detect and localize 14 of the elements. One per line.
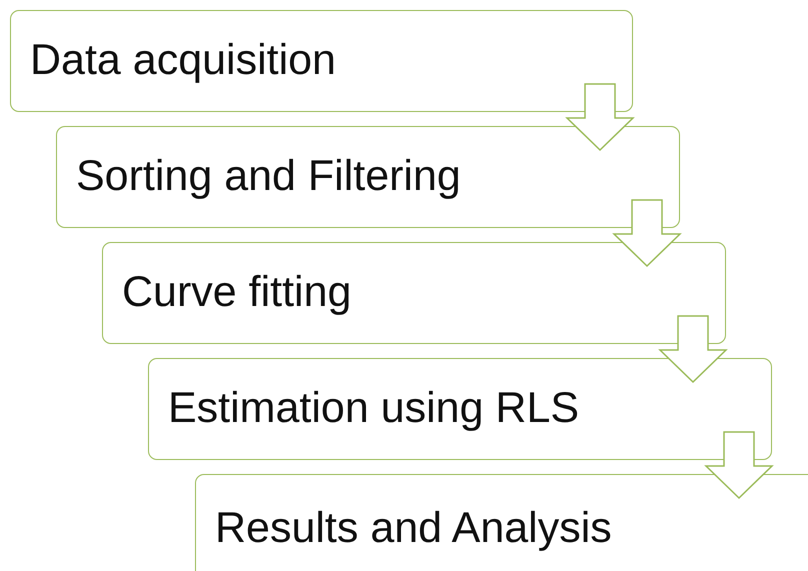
block-arrow xyxy=(704,431,774,500)
process-box xyxy=(148,358,772,460)
block-arrow xyxy=(565,83,635,152)
step-label: Curve fitting xyxy=(122,268,352,318)
step-label: Sorting and Filtering xyxy=(76,152,461,202)
process-box xyxy=(56,126,680,228)
process-box xyxy=(10,10,633,112)
step-label: Results and Analysis xyxy=(215,504,612,554)
step-label: Data acquisition xyxy=(30,36,336,86)
process-box xyxy=(195,474,808,571)
process-box xyxy=(102,242,726,344)
block-arrow xyxy=(658,315,728,384)
block-arrow xyxy=(612,199,682,268)
step-label: Estimation using RLS xyxy=(168,384,580,434)
